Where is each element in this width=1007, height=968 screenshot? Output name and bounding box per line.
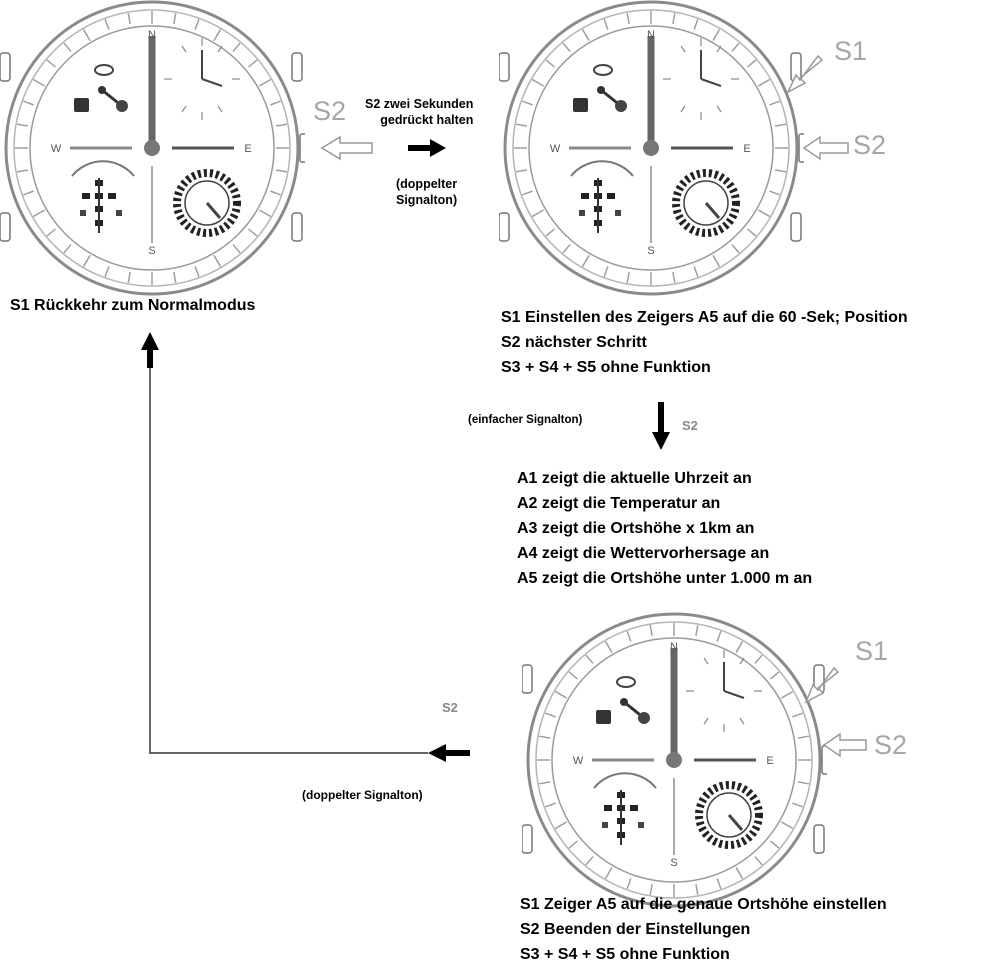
watch2-line-1: S1 Einstellen des Zeigers A5 auf die 60 … [501,309,908,326]
watch3-line-1: S1 Zeiger A5 auf die genaue Ortshöhe ein… [520,896,887,913]
display-descriptions: A1 zeigt die aktuelle Uhrzeit an A2 zeig… [517,466,812,591]
return-connector-line [149,360,428,754]
step3-button: S2 [442,700,458,715]
step1-signal: (doppelter Signalton) [396,176,457,208]
step2-button: S2 [682,418,698,433]
s1-label-watch2: S1 [834,36,868,66]
s2-label-watch3: S2 [874,730,908,760]
s2-label-watch2: S2 [853,130,887,160]
watch3-line-3: S3 + S4 + S5 ohne Funktion [520,946,730,963]
display-line-3: A3 zeigt die Ortshöhe x 1km an [517,520,755,537]
watch3-line-2: S2 Beenden der Einstellungen [520,921,751,938]
arrow-right-step1 [408,139,446,157]
arrow-up-return [141,332,159,368]
step3-signal: (doppelter Signalton) [302,788,423,802]
s1-push-arrow-3 [804,666,840,704]
step2-signal: (einfacher Signalton) [468,414,583,426]
s1-label-watch3: S1 [855,636,889,666]
s2-push-arrow-2 [802,135,849,161]
s2-push-arrow-1 [320,135,373,161]
step1-instruction-line2: gedrückt halten [380,113,474,127]
arrow-down-step2 [652,402,670,450]
display-line-1: A1 zeigt die aktuelle Uhrzeit an [517,470,752,487]
watch2-instructions: S1 Einstellen des Zeigers A5 auf die 60 … [501,305,908,380]
s2-push-arrow-3 [822,732,867,758]
step1-signal-line2: Signalton) [396,193,458,207]
display-line-4: A4 zeigt die Wettervorhersage an [517,545,770,562]
watch2-line-2: S2 nächster Schritt [501,334,647,351]
s1-push-arrow-2 [786,54,824,94]
display-line-5: A5 zeigt die Ortshöhe unter 1.000 m an [517,570,813,587]
step1-signal-line1: (doppelter [396,177,458,191]
display-line-2: A2 zeigt die Temperatur an [517,495,721,512]
watch1-caption: S1 Rückkehr zum Normalmodus [10,297,256,314]
watch3-instructions: S1 Zeiger A5 auf die genaue Ortshöhe ein… [520,892,887,967]
step1-instruction-line1: S2 zwei Sekunden [365,97,474,111]
s2-label-watch1: S2 [313,96,347,126]
step1-instruction: S2 zwei Sekunden gedrückt halten [365,96,473,128]
arrow-left-step3 [428,744,470,762]
watch2-line-3: S3 + S4 + S5 ohne Funktion [501,359,711,376]
